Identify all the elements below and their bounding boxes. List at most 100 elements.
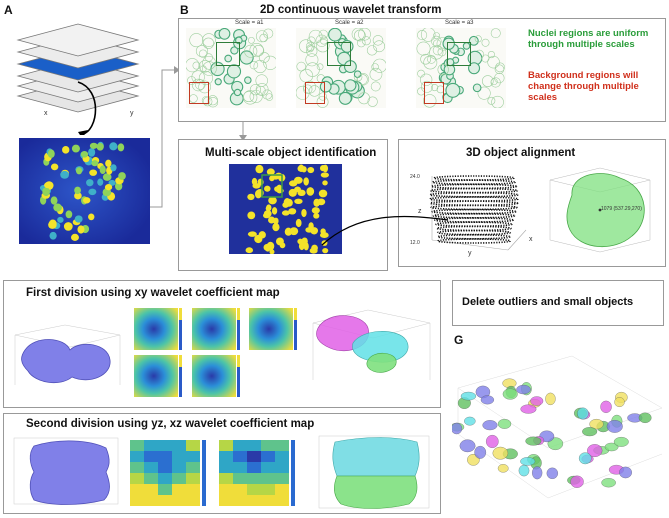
- wavelet-contour: [202, 61, 217, 76]
- nucleus-dot: [82, 197, 91, 204]
- nucleus-dot: [42, 187, 50, 197]
- nucleus-object: [582, 427, 598, 437]
- nucleus-dot: [86, 179, 94, 187]
- panel-c-title: Multi-scale object identification: [205, 147, 377, 159]
- segmented-nucleus: [266, 241, 275, 251]
- nucleus-object: [570, 475, 584, 488]
- wavelet-contour: [191, 70, 205, 84]
- wavelet-contour: [239, 50, 254, 65]
- wavelet-contour: [416, 41, 431, 56]
- nucleus-dot: [70, 233, 79, 241]
- wavelet-contour: [490, 28, 501, 39]
- wavelet-contour: [431, 35, 442, 47]
- nucleus-dot: [47, 149, 55, 159]
- wavelet-contour: [369, 67, 383, 81]
- wavelet-contour: [202, 55, 216, 70]
- wavelet-contour: [420, 28, 436, 42]
- wavelet-contour: [318, 29, 328, 40]
- wavelet-contour: [255, 30, 268, 43]
- segmented-nucleus: [305, 227, 314, 233]
- nucleus-object: [502, 388, 518, 400]
- wavelet-contour: [442, 37, 455, 50]
- heatmap-cell: [275, 440, 289, 451]
- nucleus-object: [480, 395, 495, 405]
- nuclei-region-box-1: [216, 42, 240, 66]
- wavelet-contour: [296, 61, 307, 72]
- heatmap-cell: [247, 495, 261, 506]
- background-region-box-3: [424, 82, 444, 104]
- nucleus-object: [587, 444, 603, 457]
- segmented-nucleus: [294, 186, 301, 193]
- contour-slice: [437, 234, 511, 240]
- heatmap-cell: [172, 440, 186, 451]
- segmented-nucleus: [320, 228, 326, 235]
- wavelet-contour: [247, 36, 255, 44]
- wavelet-contour: [315, 34, 328, 47]
- wavelet-contour: [195, 45, 209, 58]
- nucleus-object: [518, 464, 530, 477]
- wavelet-contour: [307, 36, 316, 45]
- heatmap-cell: [247, 451, 261, 462]
- nucleus-dot: [71, 144, 80, 153]
- nuclei-uniform-note: Nuclei regions are uniform through multi…: [528, 28, 649, 50]
- wavelet-contour: [436, 85, 445, 94]
- segmented-nucleus: [303, 177, 309, 186]
- wavelet-contour: [308, 85, 321, 97]
- nucleus-dot: [74, 186, 81, 195]
- nucleus-dot: [53, 203, 62, 212]
- heatmap-cell: [275, 462, 289, 473]
- wavelet-contour: [356, 73, 370, 86]
- heatmap-cell: [219, 473, 233, 484]
- nucleus-dot: [74, 192, 82, 200]
- wavelet-contour: [419, 73, 433, 86]
- nucleus-object: [601, 478, 616, 488]
- wavelet-contour: [431, 84, 439, 92]
- heatmap-cell: [247, 462, 261, 473]
- segmented-nucleus: [294, 177, 300, 183]
- wavelet-contour: [420, 53, 431, 65]
- segmented-nucleus: [322, 164, 329, 173]
- nucleus-dot: [110, 164, 117, 172]
- wavelet-contour: [494, 72, 505, 84]
- wavelet-contour: [202, 37, 215, 49]
- heatmap-cell: [130, 484, 144, 495]
- wavelet-contour: [328, 28, 342, 42]
- nucleus-object: [482, 420, 498, 431]
- heatmap-cell: [219, 440, 233, 451]
- segmented-nucleus: [307, 166, 315, 174]
- wavelet-contour: [265, 93, 274, 101]
- segmented-nucleus: [271, 207, 278, 215]
- wavelet-contour: [306, 45, 318, 57]
- wavelet-contour: [417, 30, 428, 41]
- wavelet-contour: [372, 58, 386, 73]
- nucleus-dot: [118, 172, 126, 180]
- nucleus-dot: [60, 170, 69, 179]
- heatmap-cell: [233, 473, 247, 484]
- segmented-nucleus: [268, 216, 276, 224]
- segmented-nucleus: [252, 183, 261, 189]
- heatmap-cell: [144, 451, 158, 462]
- nucleus-object: [606, 420, 623, 433]
- heatmap-cell: [247, 484, 261, 495]
- segmented-nucleus: [316, 198, 326, 206]
- connector-c-d: [321, 215, 449, 246]
- heatmap-cell: [186, 495, 200, 506]
- wavelet-contour: [199, 65, 207, 73]
- heatmap-cell: [130, 495, 144, 506]
- segmented-nucleus: [254, 234, 263, 244]
- nucleus-dot: [97, 178, 104, 186]
- segmented-nucleus: [322, 248, 329, 254]
- heatmap-cell: [275, 451, 289, 462]
- segmented-nucleus: [301, 208, 307, 218]
- wavelet-contour: [316, 96, 329, 108]
- nucleus-object: [619, 466, 632, 479]
- wavelet-contour: [189, 33, 204, 48]
- heatmap-cell: [144, 473, 158, 484]
- nucleus-dot: [49, 231, 57, 240]
- wavelet-contour: [370, 81, 381, 92]
- d-object-annotation: 1079 (537.29,270): [601, 206, 642, 212]
- panel-b-title: 2D continuous wavelet transform: [260, 4, 442, 16]
- d-axis-z: z: [418, 208, 422, 215]
- yz-coefficient-map: [130, 440, 206, 506]
- nucleus-dot: [77, 225, 85, 234]
